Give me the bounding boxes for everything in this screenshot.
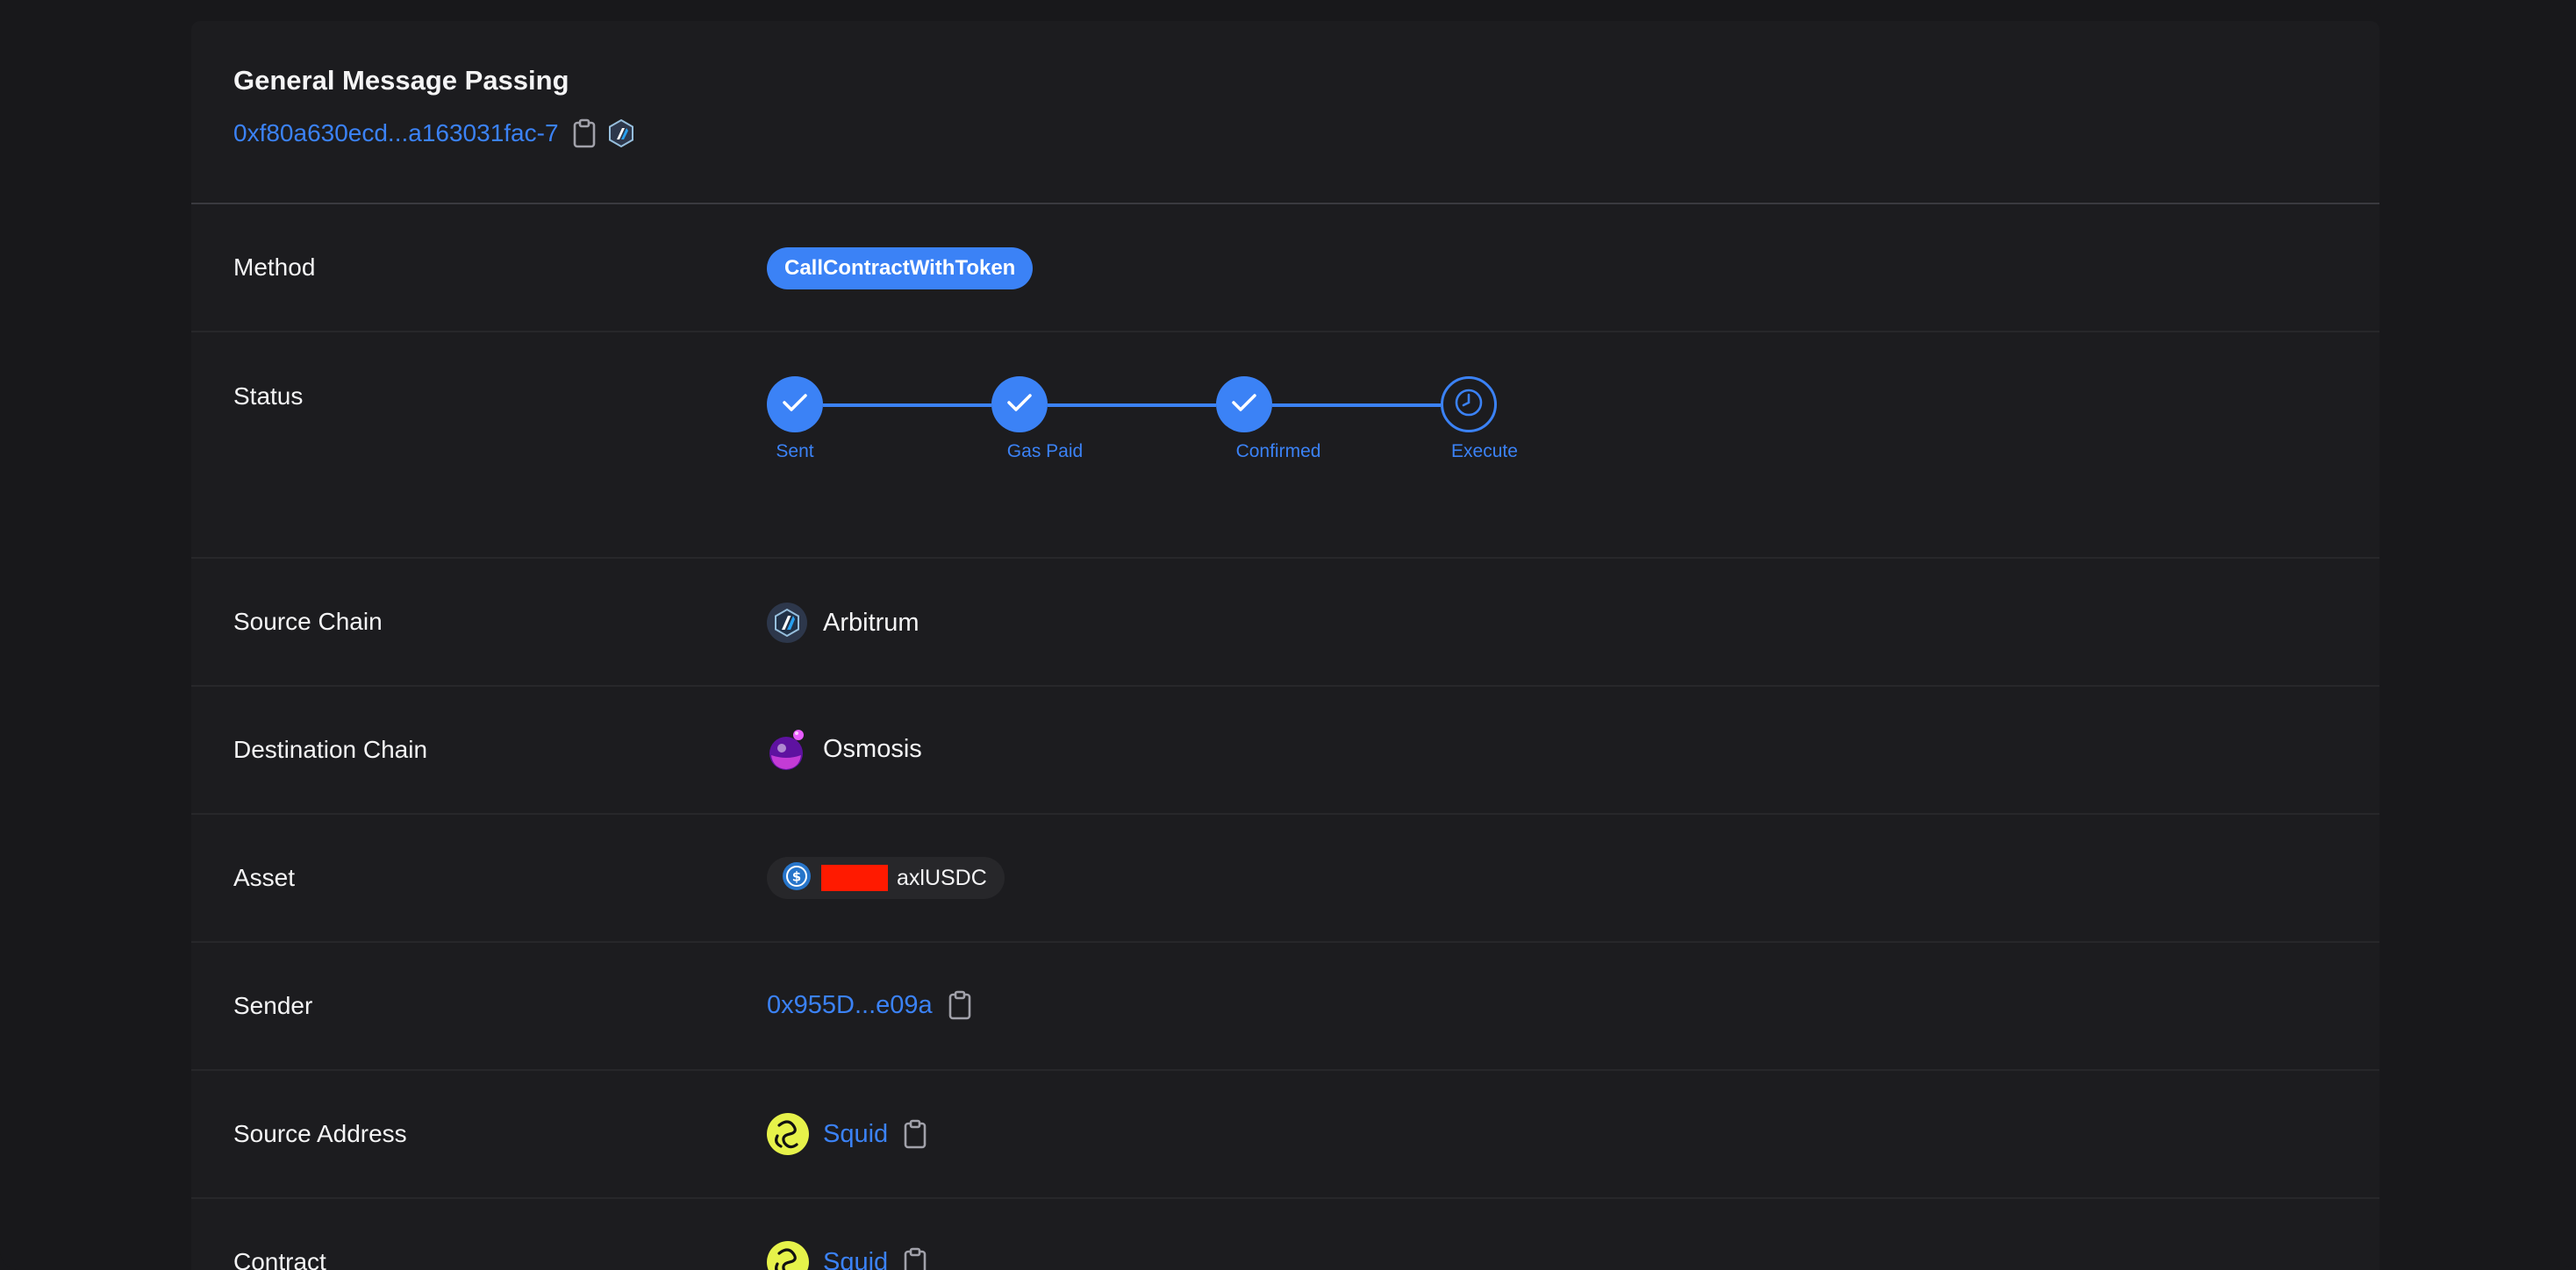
step-label-gas-paid: Gas Paid bbox=[1006, 441, 1084, 461]
method-label: Method bbox=[233, 253, 316, 281]
step-gas-paid bbox=[991, 376, 1048, 432]
source-address-value: Squid bbox=[767, 1113, 928, 1155]
clipboard-icon[interactable] bbox=[571, 118, 597, 148]
asset-value: $ axlUSDC bbox=[767, 857, 1005, 899]
status-row: Status Sent Gas Paid Confirmed bbox=[191, 332, 2379, 559]
source-chain-name: Arbitrum bbox=[823, 608, 919, 637]
source-address-label: Source Address bbox=[233, 1120, 407, 1147]
source-chain-row: Source Chain Arbitrum bbox=[191, 559, 2379, 687]
destination-chain-row: Destination Chain Osmosis bbox=[191, 687, 2379, 815]
status-label: Status bbox=[233, 382, 304, 410]
sender-label: Sender bbox=[233, 992, 313, 1019]
step-connector bbox=[823, 403, 991, 407]
destination-chain-value: Osmosis bbox=[767, 729, 922, 770]
method-badge: CallContractWithToken bbox=[767, 247, 1034, 289]
step-label-confirmed: Confirmed bbox=[1235, 441, 1321, 461]
redacted-amount bbox=[821, 865, 888, 891]
tx-hash-link[interactable]: 0xf80a630ecd...a163031fac-7 bbox=[233, 119, 559, 146]
asset-badge: $ axlUSDC bbox=[767, 857, 1005, 899]
page-title: General Message Passing bbox=[233, 65, 569, 96]
gmp-details-card: General Message Passing 0xf80a630ecd...a… bbox=[191, 21, 2379, 1270]
source-address-link[interactable]: Squid bbox=[823, 1119, 889, 1148]
clock-icon bbox=[1453, 387, 1485, 423]
check-icon bbox=[1006, 392, 1033, 417]
status-stepper: Sent Gas Paid Confirmed Execute bbox=[767, 376, 1556, 464]
asset-symbol: axlUSDC bbox=[897, 865, 987, 890]
step-connector bbox=[1048, 403, 1216, 407]
osmosis-logo-icon bbox=[767, 729, 807, 770]
method-value: CallContractWithToken bbox=[767, 247, 1034, 289]
squid-logo-icon bbox=[767, 1241, 809, 1270]
check-icon bbox=[782, 392, 808, 417]
clipboard-icon[interactable] bbox=[947, 990, 973, 1020]
contract-row: Contract Squid bbox=[191, 1199, 2379, 1270]
asset-label: Asset bbox=[233, 864, 296, 891]
step-label-sent: Sent bbox=[776, 441, 814, 461]
squid-logo-icon bbox=[767, 1113, 809, 1155]
destination-chain-label: Destination Chain bbox=[233, 736, 428, 763]
asset-row: Asset $ axlUSDC bbox=[191, 815, 2379, 943]
svg-text:$: $ bbox=[792, 868, 801, 884]
sender-row: Sender 0x955D...e09a bbox=[191, 943, 2379, 1071]
contract-label: Contract bbox=[233, 1248, 326, 1270]
source-address-row: Source Address Squid bbox=[191, 1071, 2379, 1199]
contract-link[interactable]: Squid bbox=[823, 1247, 889, 1270]
step-confirmed bbox=[1216, 376, 1272, 432]
contract-value: Squid bbox=[767, 1241, 928, 1270]
usdc-icon: $ bbox=[783, 861, 811, 895]
clipboard-icon[interactable] bbox=[902, 1119, 928, 1149]
step-execute bbox=[1441, 376, 1497, 432]
arbitrum-logo-icon bbox=[767, 603, 807, 643]
sender-value: 0x955D...e09a bbox=[767, 990, 973, 1020]
clipboard-icon[interactable] bbox=[902, 1247, 928, 1270]
source-chain-label: Source Chain bbox=[233, 608, 383, 635]
destination-chain-name: Osmosis bbox=[823, 734, 922, 763]
check-icon bbox=[1231, 392, 1257, 417]
step-connector bbox=[1272, 403, 1441, 407]
card-header: General Message Passing 0xf80a630ecd...a… bbox=[191, 21, 2379, 204]
method-row: Method CallContractWithToken bbox=[191, 204, 2379, 332]
arbitrum-logo-icon bbox=[606, 118, 636, 148]
step-label-execute: Execute bbox=[1451, 441, 1518, 461]
sender-address-link[interactable]: 0x955D...e09a bbox=[767, 990, 933, 1019]
tx-hash-row: 0xf80a630ecd...a163031fac-7 bbox=[233, 118, 2379, 148]
step-sent bbox=[767, 376, 823, 432]
source-chain-value: Arbitrum bbox=[767, 603, 919, 643]
